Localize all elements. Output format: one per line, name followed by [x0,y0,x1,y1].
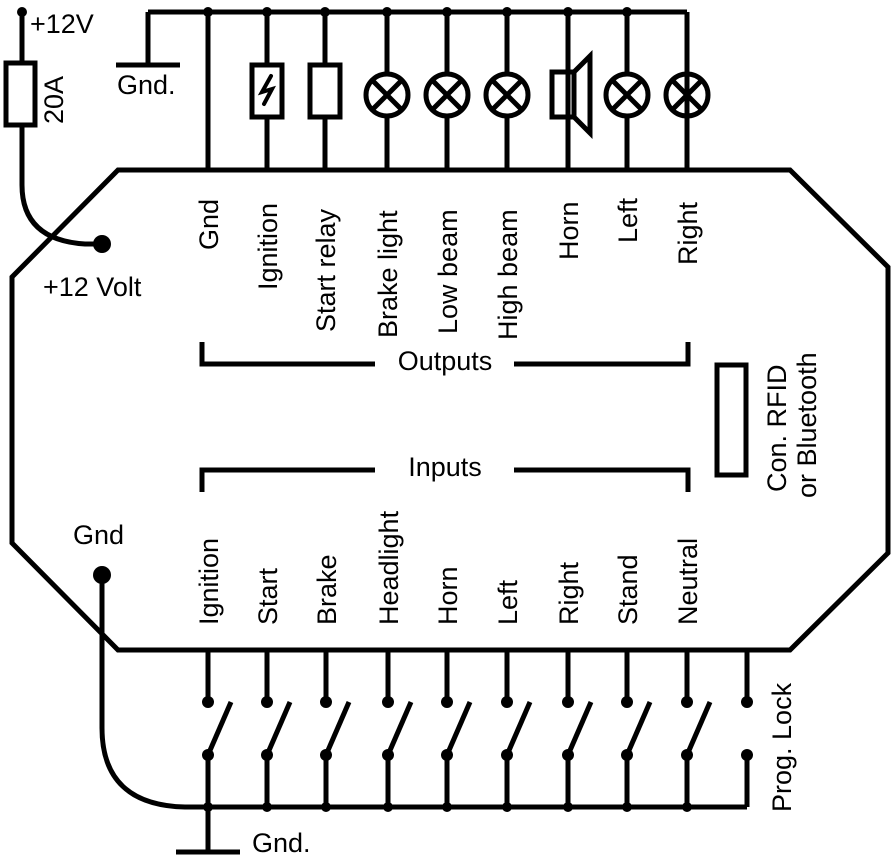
relay-icon [307,62,343,120]
input-label: Start [253,567,283,625]
lightning-bolt-icon [257,74,277,106]
switch-icon[interactable] [621,696,653,761]
lamp-icon [603,71,651,119]
output-channel-high-beam: High beam [483,7,531,340]
supply-module-label: +12 Volt [43,272,142,302]
input-channel-ignition: Ignition [194,538,234,812]
supply-circuit: +12V 20A +12 Volt [3,7,142,302]
rfid-bluetooth-connector: Con. RFID or Bluetooth [714,352,822,498]
switch-icon[interactable] [202,696,234,761]
output-label: Low beam [433,209,463,334]
outputs-group-label: Outputs [398,346,493,376]
switch-icon[interactable] [441,696,473,761]
switch-icon[interactable] [501,696,533,761]
input-label: Left [493,579,523,625]
switch-icon[interactable] [562,696,594,761]
input-label: Headlight [374,510,404,625]
input-channel-stand: Stand [613,554,653,812]
output-channel-start-relay: Start relay [307,7,343,332]
output-channel-left: Left [603,7,651,243]
connector-label-line2: or Bluetooth [792,352,822,498]
input-label: Ignition [194,538,224,625]
input-channel-neutral: Neutral [673,538,713,812]
output-label: Horn [554,201,584,260]
fuse-icon [3,60,38,128]
input-label: Neutral [673,538,703,625]
output-bus: Gnd. [116,9,687,100]
switch-icon[interactable] [382,696,414,761]
inputs-group-bracket: Inputs [199,452,691,492]
inputs-group-label: Inputs [408,452,482,482]
input-channel-headlight: Headlight [374,510,414,812]
output-label: Gnd [194,199,224,250]
output-label: Right [673,201,703,265]
input-channel-start: Start [253,567,293,812]
output-label: Ignition [253,203,283,290]
output-label: High beam [493,209,523,340]
input-label: Brake [312,554,342,625]
module-ground-circuit: Gnd Gnd. Prog. Lock [73,520,797,858]
supply-wire [19,125,102,247]
lamp-icon [483,71,531,119]
output-label: Start relay [311,208,341,332]
switch-icon[interactable] [681,696,713,761]
input-label: Stand [613,554,643,625]
output-channel-low-beam: Low beam [423,7,471,334]
module-gnd-label: Gnd [73,520,124,550]
prog-lock-contact[interactable] [741,650,753,807]
prog-lock-label: Prog. Lock [767,682,797,812]
input-channel-right: Right [554,561,594,812]
input-label: Right [554,561,584,625]
output-channel-brake-light: Brake light [363,7,411,338]
outputs-group-bracket: Outputs [199,342,691,376]
fuse-rating-label: 20A [39,76,69,124]
control-module-body [9,167,891,653]
bottom-ground-label: Gnd. [252,828,311,858]
speaker-icon [549,49,593,140]
switch-icon[interactable] [320,696,352,761]
output-channel-gnd: Gnd [194,7,224,250]
switch-icon[interactable] [261,696,293,761]
output-channel-horn: Horn [549,7,593,260]
supply-input-dot [93,235,111,253]
input-channel-left: Left [493,579,533,812]
input-channel-brake: Brake [312,554,352,812]
connector-icon [714,362,749,478]
input-channel-horn: Horn [433,566,473,812]
connector-label-line1: Con. RFID [762,364,792,492]
output-label: Brake light [373,210,403,338]
input-label: Horn [433,566,463,625]
output-channel-ignition: Ignition [249,7,285,290]
top-ground-label: Gnd. [117,70,176,100]
lamp-icon [363,71,411,119]
output-label: Left [613,197,643,243]
lamp-icon [423,71,471,119]
supply-top-label: +12V [30,9,94,39]
